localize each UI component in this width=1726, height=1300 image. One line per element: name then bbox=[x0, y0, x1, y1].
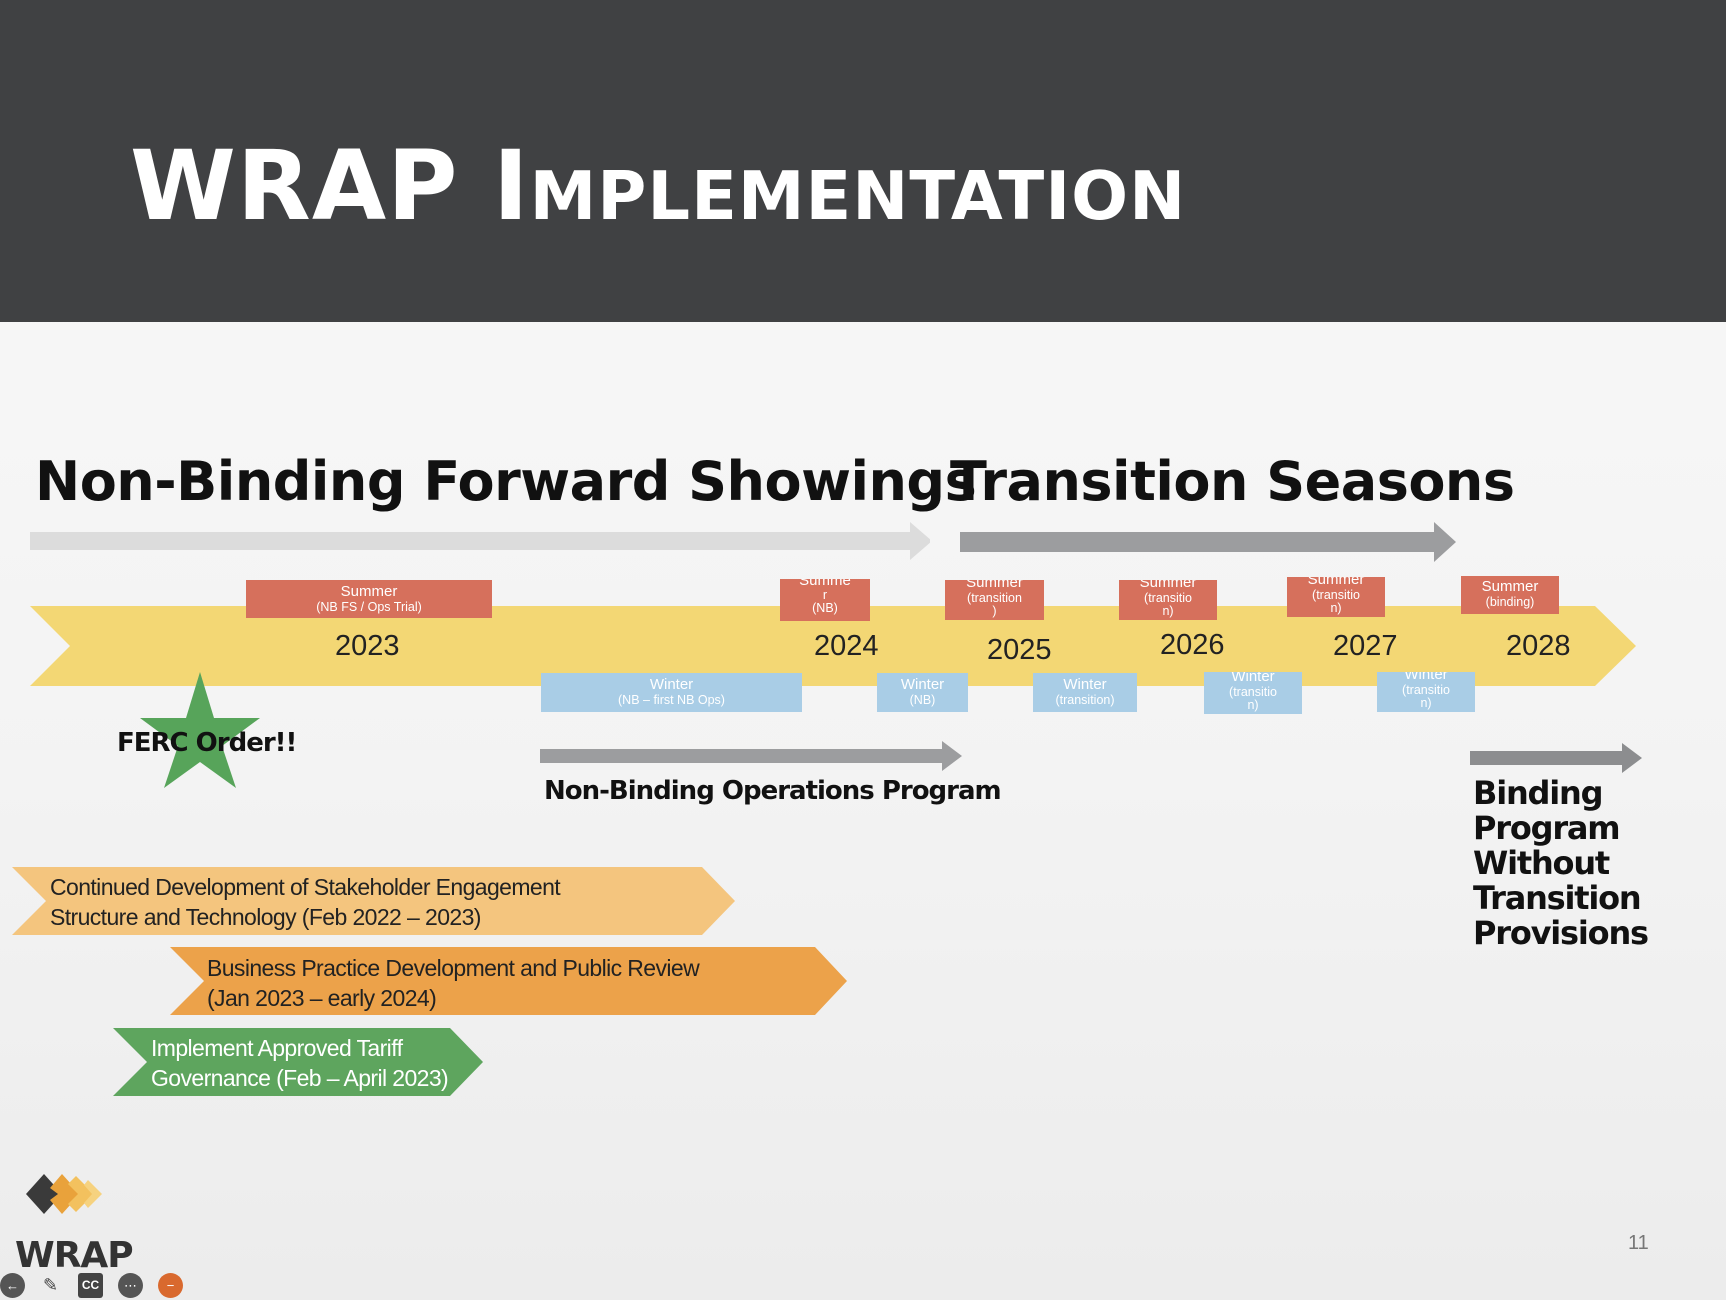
chevron-tariff-governance bbox=[113, 1028, 483, 1096]
more-options-icon[interactable]: ⋯ bbox=[118, 1273, 143, 1298]
year-2028: 2028 bbox=[1506, 630, 1571, 662]
summer-box-2028: Summer (binding) bbox=[1461, 576, 1559, 614]
year-2026: 2026 bbox=[1160, 629, 1225, 661]
chevron-stakeholder-text: Continued Development of Stakeholder Eng… bbox=[50, 874, 561, 930]
winter-box-2024-25: Winter (NB) bbox=[877, 673, 968, 712]
zoom-out-icon[interactable]: − bbox=[158, 1273, 183, 1298]
summer-box-2026: Summer (transitio n) bbox=[1119, 580, 1217, 620]
page-number: 11 bbox=[1628, 1232, 1649, 1254]
slide-title: WRAP Implementation bbox=[130, 130, 1187, 242]
timeline-band bbox=[30, 606, 1636, 686]
presentation-toolbar: ← ✎ CC ⋯ − bbox=[0, 1270, 200, 1300]
year-2027: 2027 bbox=[1333, 630, 1398, 662]
section-title-non-binding: Non-Binding Forward Showings bbox=[35, 450, 977, 513]
summer-box-2023: Summer (NB FS / Ops Trial) bbox=[246, 580, 492, 618]
winter-box-2027-28: Winter (transitio n) bbox=[1377, 672, 1475, 712]
summer-box-2027: Summer (transitio n) bbox=[1287, 577, 1385, 617]
pen-icon[interactable]: ✎ bbox=[42, 1275, 59, 1295]
year-2024: 2024 bbox=[814, 630, 879, 662]
transition-section-arrow bbox=[960, 522, 1456, 562]
chevron-stakeholder bbox=[12, 867, 735, 935]
back-icon[interactable]: ← bbox=[0, 1273, 25, 1298]
chevron-business-practice-text: Business Practice Development and Public… bbox=[207, 955, 700, 1011]
non-binding-section-arrow bbox=[30, 522, 930, 560]
binding-arrow bbox=[1470, 743, 1642, 773]
summer-box-2025: Summer (transition ) bbox=[945, 580, 1044, 620]
nb-ops-arrow bbox=[540, 741, 962, 771]
captions-button[interactable]: CC bbox=[78, 1273, 103, 1298]
wrap-logo-icon bbox=[26, 1174, 102, 1214]
nb-ops-label: Non-Binding Operations Program bbox=[544, 776, 1002, 806]
winter-box-2025-26: Winter (transition) bbox=[1033, 673, 1137, 712]
section-title-transition: Transition Seasons bbox=[950, 450, 1515, 513]
summer-box-2024: Summe r (NB) bbox=[780, 579, 870, 621]
chevron-business-practice bbox=[170, 947, 847, 1015]
logo-text: WRAP bbox=[15, 1235, 134, 1276]
year-2023: 2023 bbox=[335, 630, 400, 662]
binding-program-label: Binding Program Without Transition Provi… bbox=[1473, 774, 1649, 952]
chevron-tariff-governance-text: Implement Approved Tariff Governance (Fe… bbox=[151, 1035, 449, 1091]
winter-box-2023-24: Winter (NB – first NB Ops) bbox=[541, 673, 802, 712]
title-bar: WRAP Implementation bbox=[0, 0, 1726, 322]
year-2025: 2025 bbox=[987, 634, 1052, 666]
ferc-order-label: FERC Order!! bbox=[117, 728, 297, 758]
ferc-star-icon bbox=[140, 672, 260, 788]
winter-box-2026-27: Winter (transitio n) bbox=[1204, 672, 1302, 714]
